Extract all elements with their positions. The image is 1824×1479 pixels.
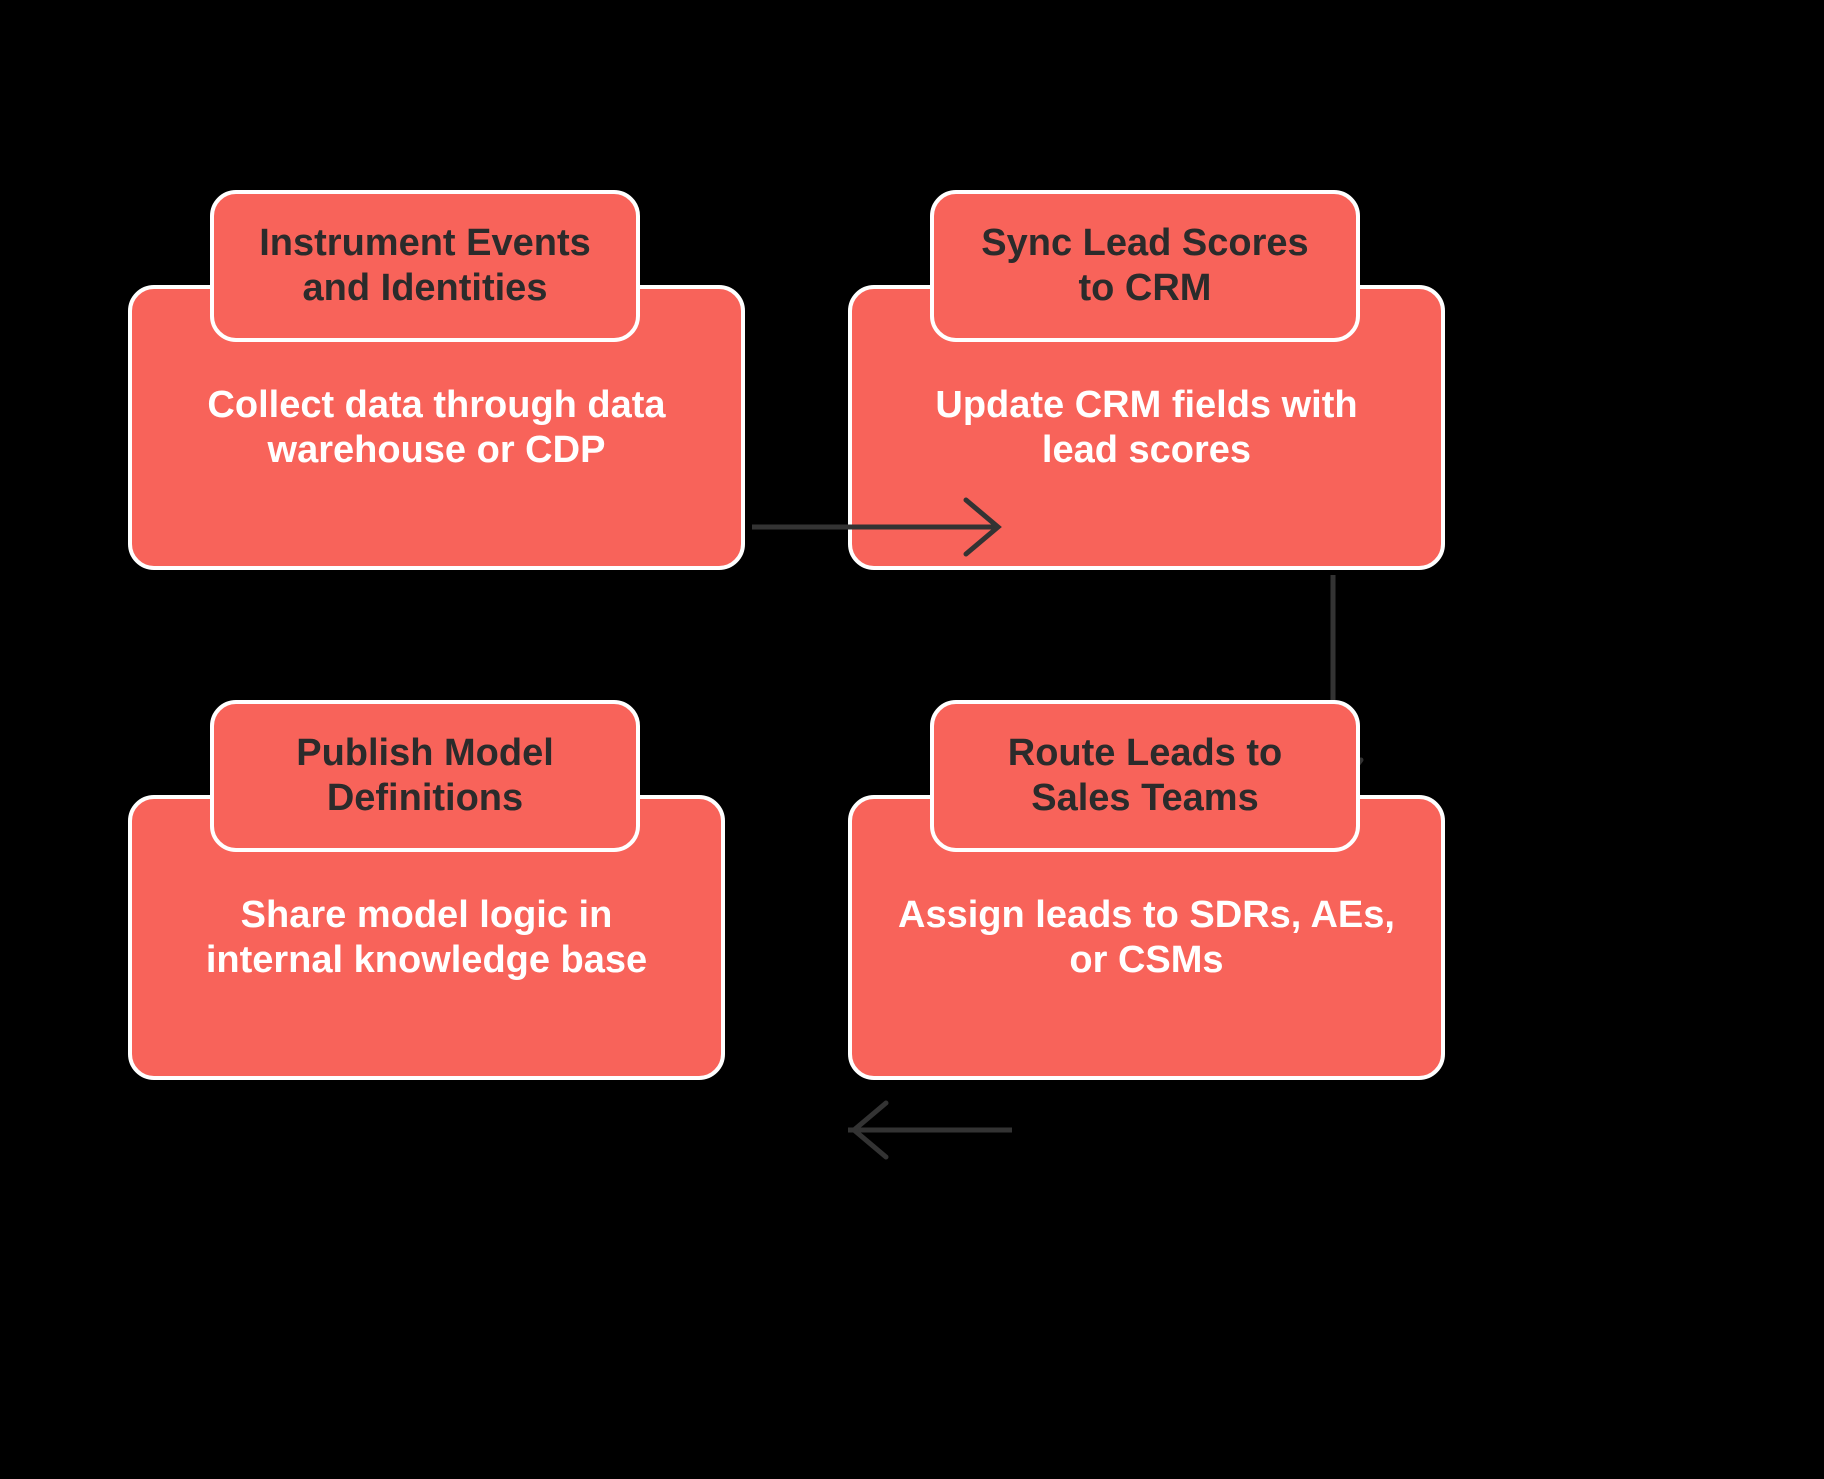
node-body-text: Assign leads to SDRs, AEs, or CSMs xyxy=(898,893,1395,981)
edge-node3-to-node4 xyxy=(848,1100,1012,1160)
node-title-card[interactable]: Sync Lead Scores to CRM xyxy=(930,190,1360,342)
arrowhead-left-icon xyxy=(850,1100,889,1160)
node-body-text: Update CRM fields with lead scores xyxy=(935,383,1358,471)
node-title-text: Instrument Events and Identities xyxy=(259,222,591,309)
node-title-card[interactable]: Instrument Events and Identities xyxy=(210,190,640,342)
node-body-text: Share model logic in internal knowledge … xyxy=(205,893,648,981)
node-title-text: Publish Model Definitions xyxy=(296,732,554,819)
node-title-text: Route Leads to Sales Teams xyxy=(1007,732,1283,819)
node-title-card[interactable]: Route Leads to Sales Teams xyxy=(930,700,1360,852)
node-body-text: Collect data through data warehouse or C… xyxy=(207,383,666,471)
node-title-card[interactable]: Publish Model Definitions xyxy=(210,700,640,852)
node-title-text: Sync Lead Scores to CRM xyxy=(981,222,1309,309)
